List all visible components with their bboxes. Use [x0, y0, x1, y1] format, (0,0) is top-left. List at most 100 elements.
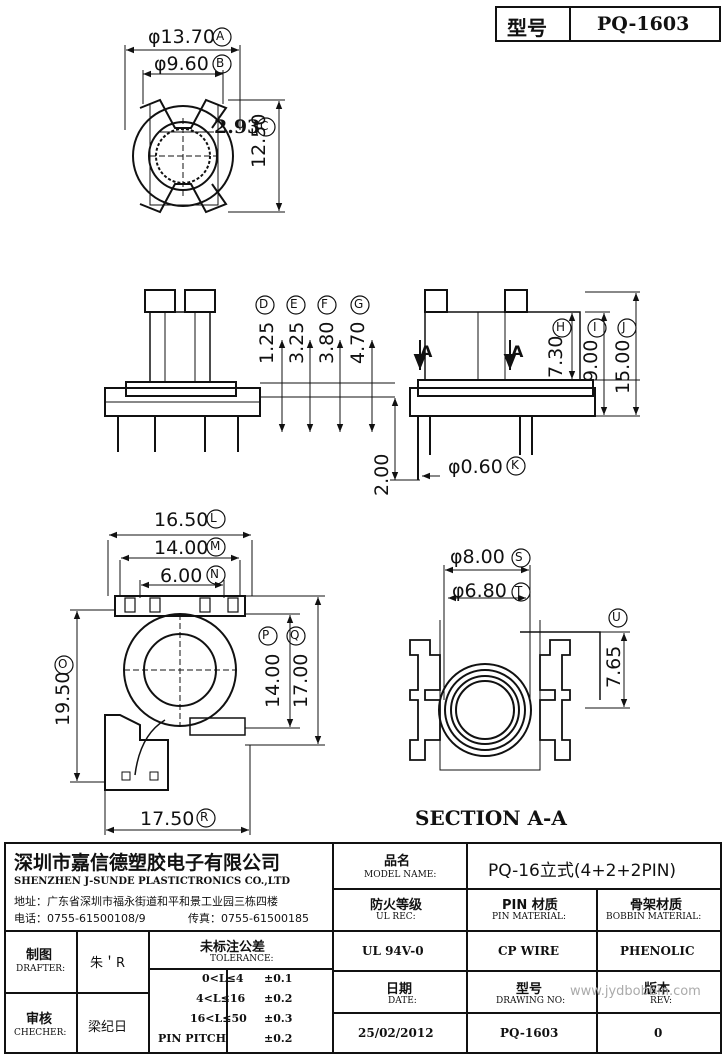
side-view — [390, 289, 640, 481]
fire-value: UL 94V-0 — [362, 944, 424, 958]
grid-line — [332, 1012, 722, 1014]
tol-range-3: 16<L≤50 — [190, 1012, 247, 1025]
model-label-cn: 品名 — [384, 854, 411, 869]
drawing-label-cn: 型号 — [516, 982, 543, 997]
checker-label-cn: 审核 — [26, 1012, 53, 1027]
header-divider — [569, 8, 571, 40]
front-view — [104, 289, 395, 452]
rev-label-cn: 版本 — [644, 982, 671, 997]
dim-a: φ13.70 — [148, 26, 215, 48]
drafter-label-en: DRAFTER: — [16, 964, 66, 974]
date-label-en: DATE: — [388, 996, 417, 1006]
pin-label-en: PIN MATERIAL: — [492, 912, 566, 922]
dim-j: 15.00 — [612, 339, 634, 394]
dim-h: 7.30 — [545, 335, 567, 378]
callout-b: B — [216, 56, 225, 70]
callout-d: D — [259, 297, 269, 311]
callout-n: N — [210, 567, 219, 581]
callout-m: M — [210, 539, 221, 553]
drafter-value: 朱＇R — [90, 956, 126, 971]
dim-e: 3.25 — [286, 321, 308, 364]
drawing-label-en: DRAWING NO: — [496, 996, 566, 1006]
grid-line — [332, 844, 334, 930]
dim-r: 17.50 — [140, 808, 195, 830]
watermark: www.jydbobbin.com — [570, 984, 701, 999]
callout-q: Q — [290, 628, 300, 642]
dim-s: φ8.00 — [450, 546, 505, 568]
bobbin-value: PHENOLIC — [620, 944, 695, 958]
dim-i: 9.00 — [580, 339, 602, 382]
callout-u: U — [612, 610, 621, 624]
callout-s: S — [515, 550, 523, 564]
callout-h: H — [556, 320, 566, 334]
top-view — [124, 45, 285, 214]
callout-e: E — [290, 297, 298, 311]
tolerance-label-en: TOLERANCE: — [210, 954, 274, 964]
drafter-label-cn: 制图 — [26, 948, 53, 963]
section-marker-left: A — [420, 342, 433, 361]
dim-n: 6.00 — [160, 565, 203, 587]
rev-label-en: REV: — [650, 996, 672, 1006]
dim-c: 2.93 — [214, 116, 261, 138]
bottom-view — [70, 531, 325, 835]
fire-label-en: UL REC: — [376, 912, 416, 922]
dim-d: 1.25 — [256, 321, 278, 364]
tol-range-4: PIN PITCH — [158, 1032, 227, 1045]
pin-label-cn: PIN 材质 — [502, 898, 558, 913]
company-address: 地址：广东省深圳市福永街道和平和景工业园三栋四楼 — [14, 895, 278, 908]
company-fax: 传真：0755-61500185 — [188, 912, 309, 925]
company-name-en: SHENZHEN J-SUNDE PLASTICTRONICS CO.,LTD — [14, 876, 291, 887]
callout-k: K — [511, 458, 519, 472]
callout-g: G — [354, 297, 364, 311]
drawing-header: 型号 PQ-1603 — [495, 6, 721, 42]
callout-j: J — [622, 320, 626, 334]
dim-k: φ0.60 — [448, 456, 503, 478]
company-name-cn: 深圳市嘉信德塑胶电子有限公司 — [14, 852, 281, 874]
technical-drawing — [54, 27, 640, 835]
grid-line — [332, 970, 722, 972]
company-phone: 电话：0755-61500108/9 — [14, 912, 146, 925]
checker-value: 梁纪日 — [88, 1020, 128, 1035]
callout-l: L — [210, 511, 217, 525]
tol-value-3: ±0.3 — [264, 1012, 293, 1025]
model-value: PQ-16立式(4+2+2PIN) — [488, 861, 677, 881]
dim-f: 3.80 — [316, 321, 338, 364]
fire-label-cn: 防火等级 — [370, 898, 423, 913]
header-model: PQ-1603 — [597, 13, 690, 35]
section-view — [409, 565, 630, 771]
circled-callouts — [54, 27, 637, 828]
dim-2-00: 2.00 — [371, 453, 393, 496]
dim-b: φ9.60 — [154, 53, 209, 75]
dim-u: 7.65 — [603, 645, 625, 688]
drawing-value: PQ-1603 — [500, 1026, 559, 1040]
callout-r: R — [200, 810, 209, 824]
rev-value: 0 — [654, 1026, 663, 1040]
callout-p: P — [262, 628, 270, 642]
date-value: 25/02/2012 — [358, 1026, 434, 1040]
dim-q: 17.00 — [290, 653, 312, 708]
tol-value-2: ±0.2 — [264, 992, 293, 1005]
model-label-en: MODEL NAME: — [364, 870, 437, 880]
grid-line — [148, 930, 150, 1054]
tol-value-1: ±0.1 — [264, 972, 293, 985]
dim-l: 16.50 — [154, 509, 209, 531]
header-label: 型号 — [507, 16, 547, 40]
bobbin-label-cn: 骨架材质 — [630, 898, 683, 913]
tol-range-2: 4<L≤16 — [196, 992, 246, 1005]
grid-line — [332, 888, 722, 890]
date-label-cn: 日期 — [386, 982, 413, 997]
checker-label-en: CHECHER: — [14, 1028, 67, 1038]
grid-line — [76, 930, 78, 1054]
callout-c: C — [260, 119, 269, 133]
tol-range-1: 0<L≤4 — [202, 972, 244, 985]
grid-line — [332, 930, 334, 1054]
callout-a: A — [216, 29, 225, 43]
dim-p: 14.00 — [262, 653, 284, 708]
dim-c2: 12.50 — [248, 113, 270, 168]
dim-t: φ6.80 — [452, 580, 507, 602]
tol-value-4: ±0.2 — [264, 1032, 293, 1045]
bobbin-label-en: BOBBIN MATERIAL: — [606, 912, 702, 922]
pin-value: CP WIRE — [498, 944, 559, 958]
callout-o: O — [58, 657, 68, 671]
section-marker-right: A — [511, 342, 524, 361]
